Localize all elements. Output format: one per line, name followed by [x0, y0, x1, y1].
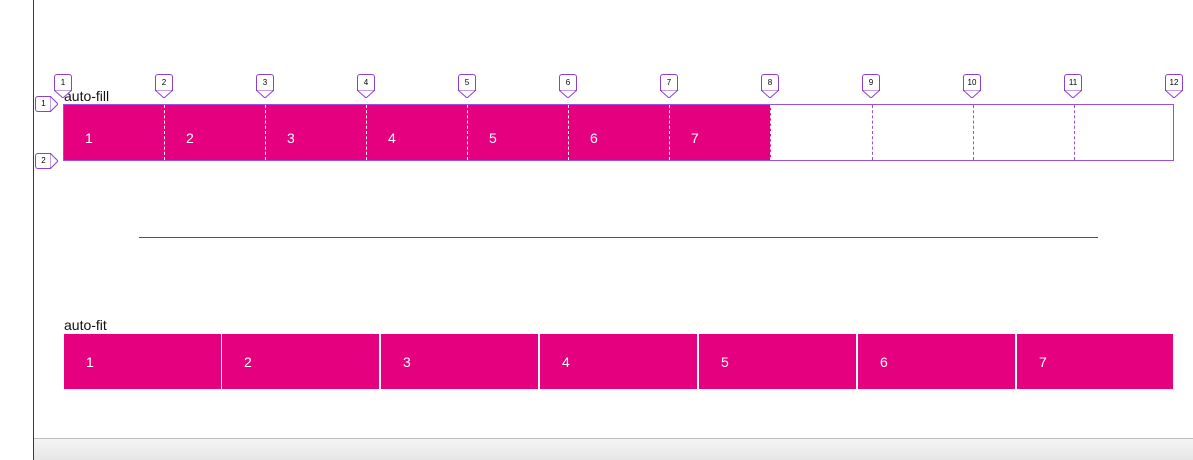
column-line-marker: 11 — [1064, 74, 1082, 98]
auto-fill-grid: 1 2 3 4 5 6 7 — [63, 104, 1174, 161]
column-line-marker: 6 — [559, 74, 577, 98]
grid-line — [872, 105, 873, 160]
column-line-marker: 12 — [1165, 74, 1183, 98]
auto-fit-item: 3 — [381, 334, 538, 389]
auto-fill-item: 7 — [670, 105, 771, 160]
column-line-marker: 7 — [660, 74, 678, 98]
auto-fit-item: 5 — [699, 334, 856, 389]
auto-fit-item: 6 — [858, 334, 1015, 389]
auto-fill-item: 3 — [266, 105, 367, 160]
auto-fit-item: 7 — [1017, 334, 1173, 389]
horizontal-rule — [139, 237, 1098, 238]
auto-fill-label: auto-fill — [64, 88, 110, 104]
column-line-marker: 10 — [963, 74, 981, 98]
auto-fill-item: 5 — [468, 105, 569, 160]
grid-line — [1074, 105, 1075, 160]
row-line-marker: 1 — [35, 96, 59, 112]
column-line-marker: 1 — [54, 74, 72, 98]
grid-line — [973, 105, 974, 160]
auto-fit-item: 4 — [540, 334, 697, 389]
row-line-marker: 2 — [35, 153, 59, 169]
viewport-left-border — [33, 0, 34, 460]
column-line-marker: 9 — [862, 74, 880, 98]
auto-fill-item: 4 — [367, 105, 468, 160]
column-line-marker: 5 — [458, 74, 476, 98]
auto-fit-label: auto-fit — [64, 317, 107, 333]
column-line-marker: 2 — [155, 74, 173, 98]
column-line-marker: 4 — [357, 74, 375, 98]
auto-fill-item: 6 — [569, 105, 670, 160]
auto-fit-item: 2 — [222, 334, 379, 389]
column-line-marker: 3 — [256, 74, 274, 98]
column-line-marker: 8 — [761, 74, 779, 98]
auto-fit-item: 1 — [64, 334, 221, 389]
auto-fill-item: 1 — [64, 105, 165, 160]
auto-fill-item: 2 — [165, 105, 266, 160]
bottom-panel-bar — [34, 438, 1193, 460]
